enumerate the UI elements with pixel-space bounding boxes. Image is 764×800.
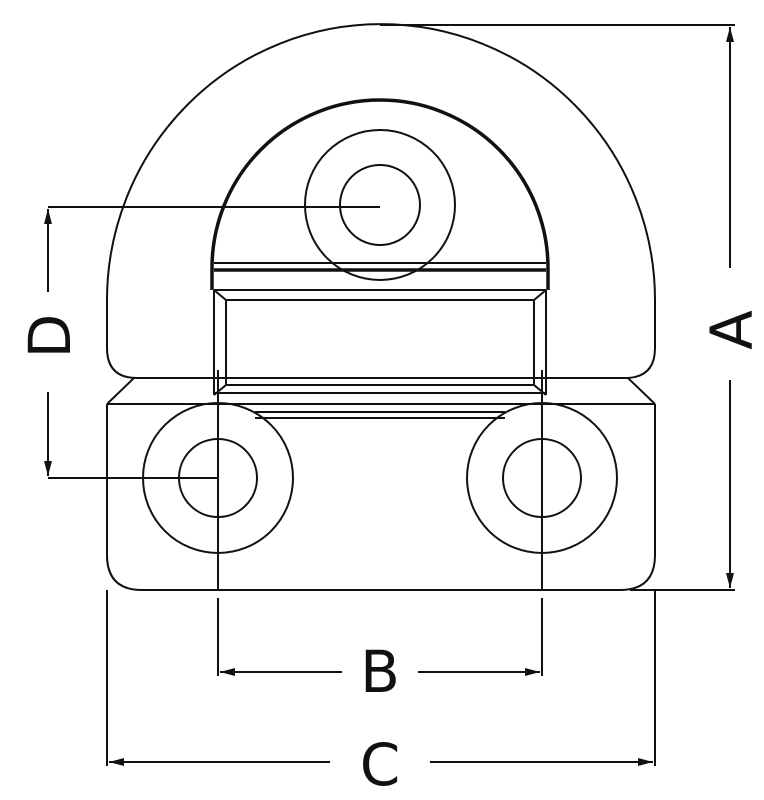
inner-ring-arc: [210, 98, 550, 290]
top-eye: [304, 129, 456, 281]
extension-lines: [48, 24, 735, 766]
dimension-label-d: D: [16, 314, 84, 359]
dimension-label-c: C: [360, 731, 401, 799]
dimension-label-a: A: [698, 310, 764, 350]
outer-d-ring: [106, 23, 656, 379]
dimension-b: B: [220, 638, 540, 706]
base-plate: [106, 377, 656, 591]
hinge-bar: [213, 262, 547, 419]
dimension-d: D: [16, 209, 84, 476]
dimension-a: A: [698, 27, 764, 588]
dimension-label-b: B: [360, 638, 400, 706]
dimension-c: C: [109, 731, 653, 799]
